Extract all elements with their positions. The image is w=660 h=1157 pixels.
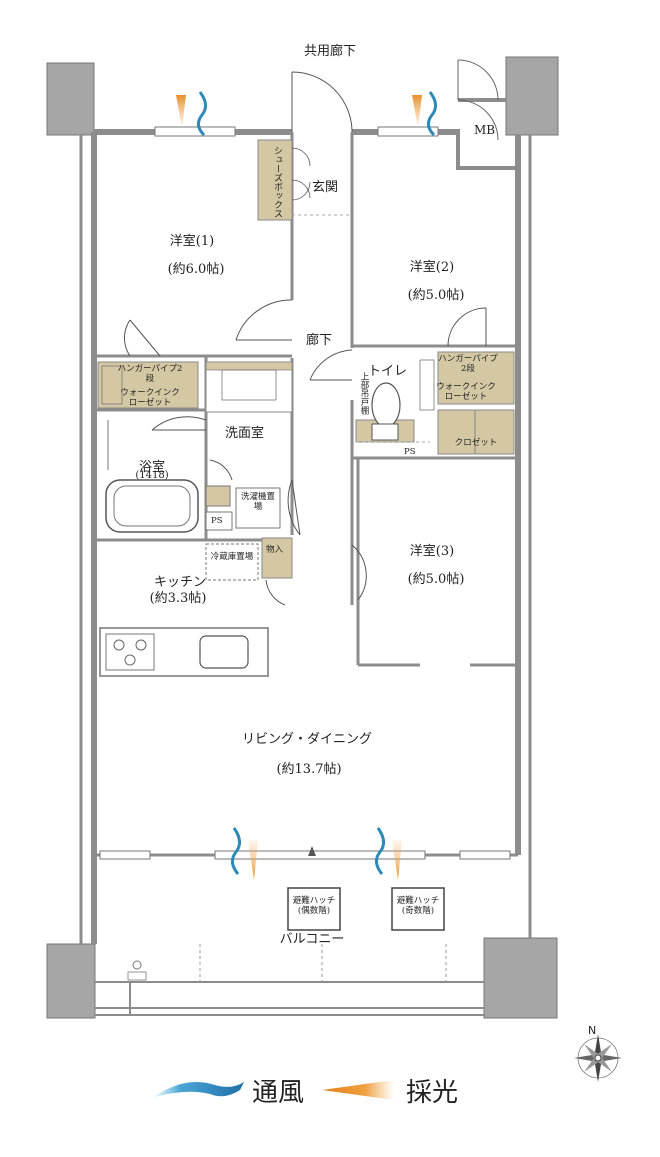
bathroom-size: (1418) [135,470,169,481]
storage-label: 物入 [266,545,284,555]
shoebox-area [257,139,293,221]
wic2-hanger-label: ハンガーパイプ2段 [438,354,498,374]
living-dining-size: (約13.7帖) [276,762,342,777]
wic1-label: ウォークインクローゼット [120,388,180,408]
toilet-bowl [371,382,401,428]
hatch-odd-box [391,887,445,931]
hatch-odd-label: 避難ハッチ(奇数階) [396,896,440,916]
compass-icon [574,1034,622,1082]
bathroom-label: 浴室 [138,460,166,475]
exterior-walls [91,129,521,944]
ps-label-1: PS [404,447,416,457]
entrance-door [291,71,353,133]
room3-size: (約5.0帖) [407,572,465,587]
fridge-label: 冷蔵庫置場 [210,552,254,562]
room3-name: 洋室(3) [409,544,455,559]
ventilation-light-markers-top [176,91,437,137]
balcony-outline [95,981,484,1016]
room1-name: 洋室(1) [169,234,215,249]
legend-light-label: 採光 [406,1078,459,1108]
hatch-even-label: 避難ハッチ(偶数階) [292,896,336,916]
ps-label-2: PS [211,516,223,526]
walkin-closet-2 [437,351,515,405]
washer-label: 洗濯機置場 [240,492,275,512]
toilet-label: トイレ [368,364,408,379]
mb-label: MB [474,123,496,137]
common-corridor-label: 共用廊下 [303,44,357,59]
legend-wind-label: 通風 [252,1078,305,1108]
closet-label: クロゼット [454,438,498,448]
kitchen-label: キッチン [153,575,207,590]
wind-legend-icon [152,1081,244,1098]
kitchen-sink [199,635,249,669]
door-swings [124,299,487,606]
balcony-label: バルコニー [279,932,345,947]
windows [99,126,511,860]
washroom-label: 洗面室 [225,426,265,441]
light-legend-icon [322,1080,394,1100]
washer-place [235,487,281,529]
living-dining-label: リビング・ダイニング [241,732,373,747]
hatch-even-box [287,887,341,931]
north-label: N [588,1024,597,1037]
wic1-hanger-label: ハンガーパイプ2段 [117,364,183,384]
kitchen-size: (約3.3帖) [149,591,207,606]
shoebox-label: シューズボックス [272,146,282,218]
room2-size: (約5.0帖) [407,288,465,303]
fridge-place [205,543,259,581]
structural-columns [46,56,559,1019]
hallway-label: 廊下 [306,333,333,348]
bathtub [105,479,199,533]
room1-size: (約6.0帖) [167,262,225,277]
storage-area [261,537,293,579]
wic2-label: ウォークインクローゼット [436,382,496,402]
ventilation-light-markers-bottom [231,827,402,880]
room2-name: 洋室(2) [409,260,455,275]
entrance-label: 玄関 [312,180,339,195]
closet-3 [437,409,515,455]
walkin-closet-1 [97,361,199,409]
upper-cabinet-label: 上部吊戸棚 [359,372,369,415]
